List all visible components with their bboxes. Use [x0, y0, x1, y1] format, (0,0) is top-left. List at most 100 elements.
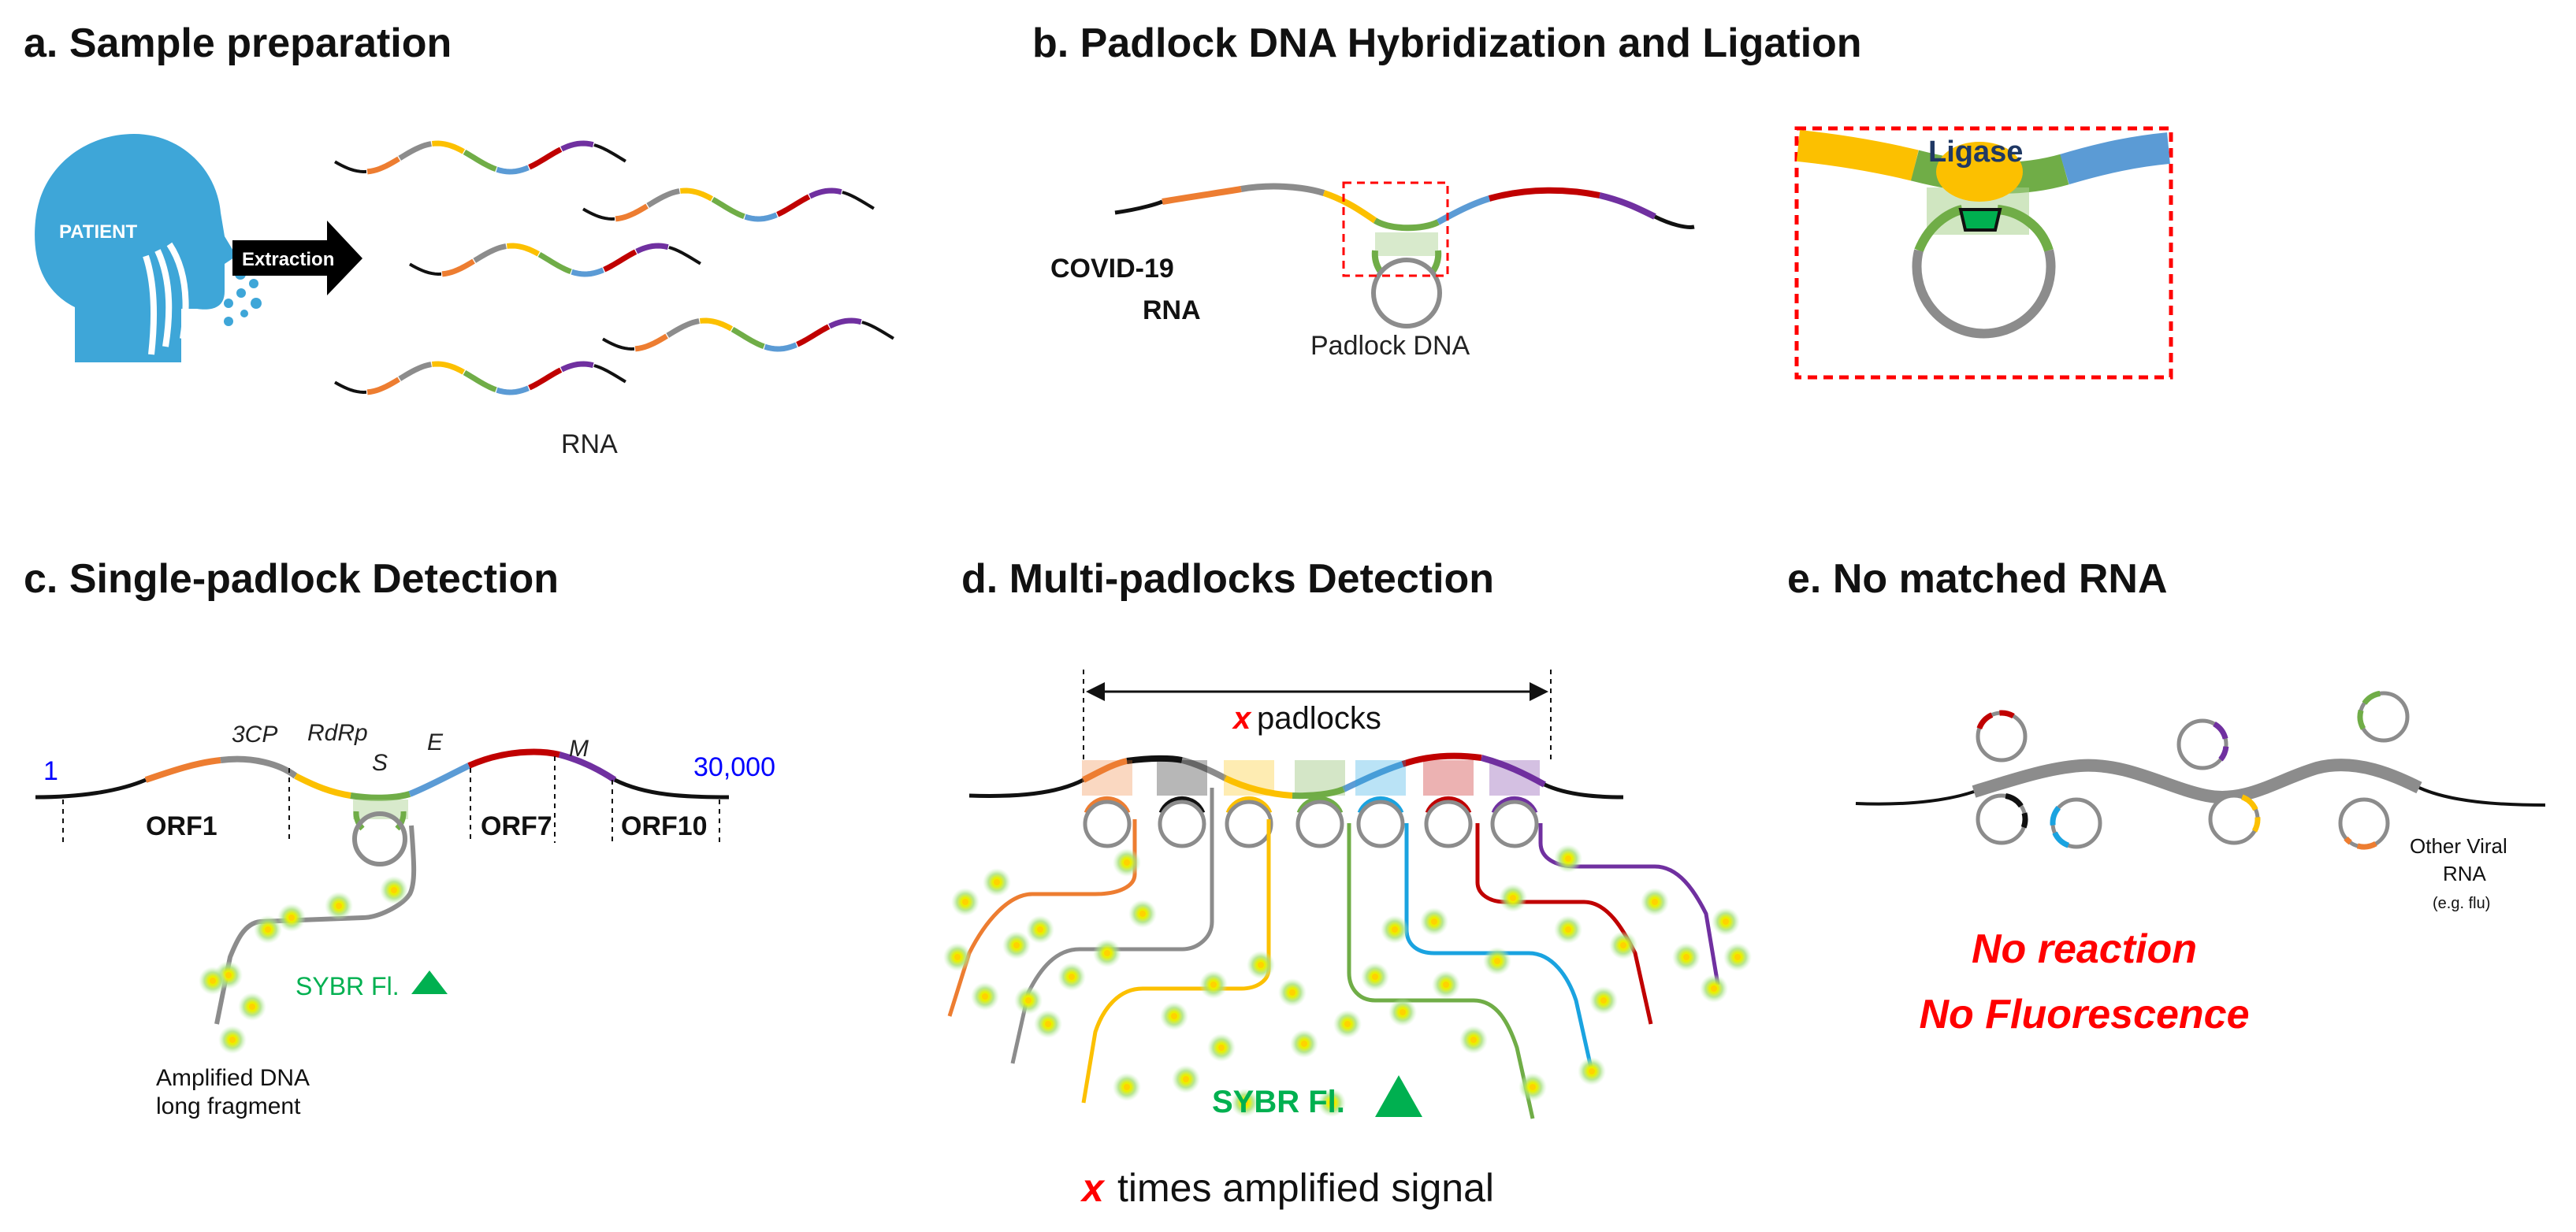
rna-strand-4-segment	[528, 367, 563, 391]
sybr-glow-core	[1734, 954, 1741, 960]
panel-a: a. Sample preparation PATIENT Extraction…	[24, 20, 894, 459]
rna-strand-3-segment	[730, 326, 765, 350]
unbound-padlocks	[1976, 690, 2410, 850]
sybr-glow-core	[1443, 982, 1449, 988]
padlock-probe	[1371, 232, 1442, 328]
panel-c-title: c. Single-padlock Detection	[24, 556, 559, 602]
sybr-glow-core	[1565, 926, 1571, 933]
single-padlock	[214, 800, 417, 1025]
amplified-dna-strand	[214, 825, 417, 1025]
sybr-glow-core	[954, 954, 961, 960]
sybr-glow-core	[1723, 918, 1729, 925]
padlock-circle	[1424, 800, 1473, 848]
orf1-label: ORF1	[146, 811, 217, 841]
rna-strand-2-segment	[571, 267, 604, 277]
amplified-dna-label-2: long fragment	[156, 1093, 301, 1119]
padlock-dna-label: Padlock DNA	[1310, 331, 1470, 361]
sybr-glow-core	[1431, 918, 1437, 925]
rna-strand-1-segment	[582, 207, 615, 221]
sybr-glow-core	[994, 879, 1000, 885]
rna-strand-1-segment	[776, 194, 811, 217]
sybr-glow-core	[229, 1037, 236, 1043]
sybr-glow-core	[1301, 1041, 1307, 1047]
covid-label-2: RNA	[1143, 295, 1201, 325]
sybr-glow-core	[1620, 942, 1626, 948]
padlock-highlight	[1423, 760, 1474, 796]
rna-strand-1-segment	[646, 188, 680, 208]
sybr-glow-core	[1210, 982, 1217, 988]
padlock-circle	[1356, 800, 1405, 848]
sybr-glow-core	[1470, 1037, 1477, 1043]
unbound-padlock-arm	[2344, 836, 2377, 850]
orf-dividers	[62, 756, 720, 843]
rna-strands	[334, 140, 894, 395]
sybr-glow-core	[210, 978, 216, 984]
amplified-signal-label: times amplified signal	[1117, 1166, 1494, 1210]
zoom-box	[1342, 181, 1449, 277]
sybr-glow-core	[288, 915, 295, 921]
rna-strand-3-segment	[602, 337, 635, 351]
sybr-glow-core	[1600, 997, 1607, 1004]
covid-label-1: COVID-19	[1050, 254, 1174, 284]
no-reaction-label: No reaction	[1972, 926, 2197, 972]
padlocks-span-arrow	[1083, 670, 1552, 764]
rna-strand-4-segment	[432, 361, 465, 375]
sybr-glow-core	[1510, 895, 1516, 901]
rna-strand-4-segment	[366, 377, 400, 395]
sybr-glow-core	[1258, 962, 1264, 968]
sybr-glow-core	[982, 993, 988, 1000]
sybr-glow-core	[1183, 1076, 1189, 1082]
rna-strand-1-segment	[842, 191, 875, 210]
sybr-glow-core	[1344, 1021, 1351, 1027]
sybr-glow-core	[1652, 899, 1658, 905]
sybr-glow-d	[943, 844, 1752, 1117]
rna-strand-3-segment	[828, 317, 862, 329]
unbound-padlock-arm	[2213, 721, 2229, 762]
unbound-padlock-arm	[2005, 793, 2028, 829]
amplified-strand	[1010, 788, 1214, 1064]
unbound-padlock-circle	[2176, 718, 2228, 770]
sybr-label-d: SYBR Fl.	[1212, 1085, 1345, 1119]
rna-strand-0-segment	[528, 147, 563, 170]
rna-strand-2-segment	[507, 243, 540, 257]
genome-start-position: 1	[43, 756, 58, 786]
unbound-padlock-arm	[1976, 710, 2015, 730]
rna-strand-4-segment	[593, 364, 626, 384]
sybr-glow-core	[1372, 974, 1378, 980]
gene-s: S	[372, 750, 388, 776]
sybr-glow-core	[1289, 989, 1295, 996]
rna-strand-1-segment	[680, 187, 713, 202]
rna-strand-3-segment	[861, 321, 894, 340]
unbound-padlock-arm	[2050, 803, 2070, 848]
amplified-strand	[1538, 823, 1720, 985]
rna-strand-3-segment	[764, 342, 797, 352]
extraction-arrow: Extraction	[232, 221, 362, 295]
genome-end-position: 30,000	[693, 752, 775, 782]
rna-strand-0-segment	[463, 149, 497, 173]
sybr-glow-core	[249, 1004, 255, 1010]
panel-e-title: e. No matched RNA	[1787, 556, 2168, 602]
covid-rna-strand	[1114, 183, 1695, 232]
rna-strand-2-segment	[603, 249, 637, 273]
unbound-padlock-arm	[2240, 794, 2261, 833]
sybr-glow-core	[1494, 958, 1500, 964]
panel-b-title: b. Padlock DNA Hybridization and Ligatio…	[1032, 20, 1862, 66]
sybr-glow-core	[336, 903, 342, 909]
gene-rdrp: RdRp	[307, 720, 368, 746]
rna-strand-0-segment	[334, 160, 367, 173]
rna-strand-4-segment	[398, 362, 432, 381]
sybr-glow-core	[225, 972, 232, 978]
sybr-glow-core	[962, 899, 968, 905]
rna-strand-2-segment	[668, 246, 701, 265]
sybr-glow-core	[1013, 942, 1020, 948]
rna-strand-0-segment	[398, 141, 432, 161]
rna-strand-3-segment	[796, 324, 831, 347]
multi-padlocks	[1082, 760, 1540, 848]
rna-label: RNA	[561, 429, 618, 459]
panel-a-title: a. Sample preparation	[24, 20, 452, 66]
panel-c: c. Single-padlock Detection 1 30,000 3CP…	[24, 556, 775, 1119]
sybr-label-c: SYBR Fl.	[296, 972, 400, 1000]
sybr-glow-core	[1045, 1021, 1051, 1027]
rna-strand-2-segment	[409, 262, 442, 276]
